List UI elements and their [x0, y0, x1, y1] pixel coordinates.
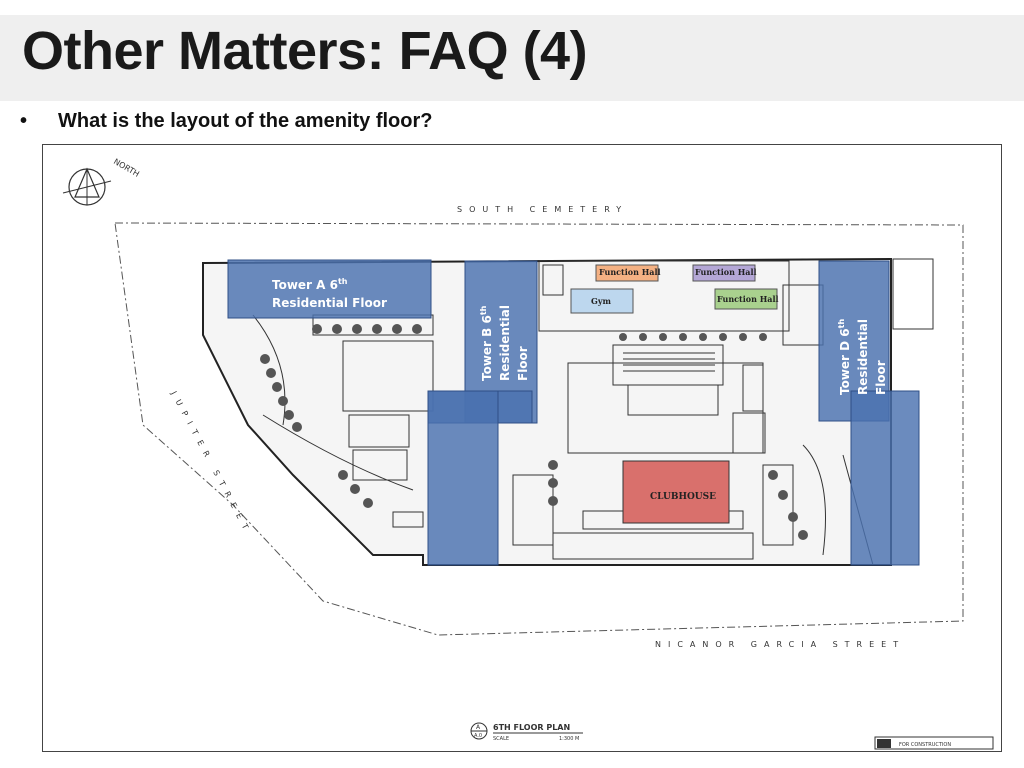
- tower-b-label: Tower B 6th Residential Floor: [475, 305, 532, 381]
- tower-b-overlay-lower: [427, 390, 499, 566]
- question-bullet: • What is the layout of the amenity floor…: [20, 110, 432, 133]
- tower-d-floor-line1: Residential: [856, 319, 870, 395]
- function-hall-1: [595, 264, 659, 282]
- function-hall-2-label: Function Hall: [695, 267, 757, 277]
- question-text: What is the layout of the amenity floor?: [58, 110, 433, 132]
- tower-a-overlay: [227, 259, 432, 319]
- tower-a-label: Tower A 6th Residential Floor: [272, 273, 387, 312]
- gym-room: [570, 288, 634, 314]
- plan-title-block: A A.0 6TH FLOOR PLAN SCALE 1:300 M FOR C…: [470, 722, 994, 750]
- tower-b-name: Tower B 6th: [479, 305, 494, 381]
- bullet-marker: •: [20, 110, 28, 132]
- function-hall-1-label: Function Hall: [599, 267, 661, 277]
- function-hall-3-label: Function Hall: [717, 294, 779, 304]
- north-arrow-icon: [62, 167, 112, 206]
- north-label: NORTH: [112, 157, 141, 179]
- tower-b-floor-line1: Residential: [498, 305, 512, 381]
- slide-title: Other Matters: FAQ (4): [22, 21, 588, 81]
- landscape-trees: [260, 324, 808, 540]
- function-hall-2: [692, 264, 756, 282]
- clubhouse-room: [622, 460, 730, 524]
- tower-d-overlay-lower: [850, 390, 920, 566]
- construction-stamp: FOR CONSTRUCTION: [899, 742, 951, 748]
- tower-a-floor: Residential Floor: [272, 296, 387, 310]
- plan-marker-top: A: [476, 724, 481, 731]
- floor-plan: NORTH SOUTH CEMETERY NICANOR GARCIA STRE…: [42, 144, 1002, 752]
- gym-label: Gym: [591, 296, 611, 306]
- title-band: [0, 15, 1024, 101]
- tower-d-floor-line2: Floor: [874, 360, 888, 395]
- plan-scale-label: SCALE: [493, 736, 509, 742]
- tower-d-label: Tower D 6th Residential Floor: [833, 319, 890, 395]
- floor-plan-drawing: NORTH SOUTH CEMETERY NICANOR GARCIA STRE…: [62, 157, 994, 750]
- plan-scale-value: 1:300 M: [559, 736, 579, 742]
- clubhouse-label: CLUBHOUSE: [650, 492, 717, 502]
- tower-overlays: [227, 259, 920, 566]
- plan-marker-bottom: A.0: [474, 733, 482, 739]
- function-hall-3: [714, 288, 778, 310]
- floor-plan-linework: [252, 258, 934, 566]
- street-south-label: NICANOR GARCIA STREET: [655, 640, 905, 649]
- site-boundary: [114, 222, 964, 636]
- street-north-label: SOUTH CEMETERY: [457, 205, 628, 214]
- tower-b-floor-line2: Floor: [516, 346, 530, 381]
- tower-d-name: Tower D 6th: [837, 318, 852, 395]
- tower-a-name: Tower A 6th: [272, 277, 348, 292]
- plan-title: 6TH FLOOR PLAN: [493, 723, 570, 732]
